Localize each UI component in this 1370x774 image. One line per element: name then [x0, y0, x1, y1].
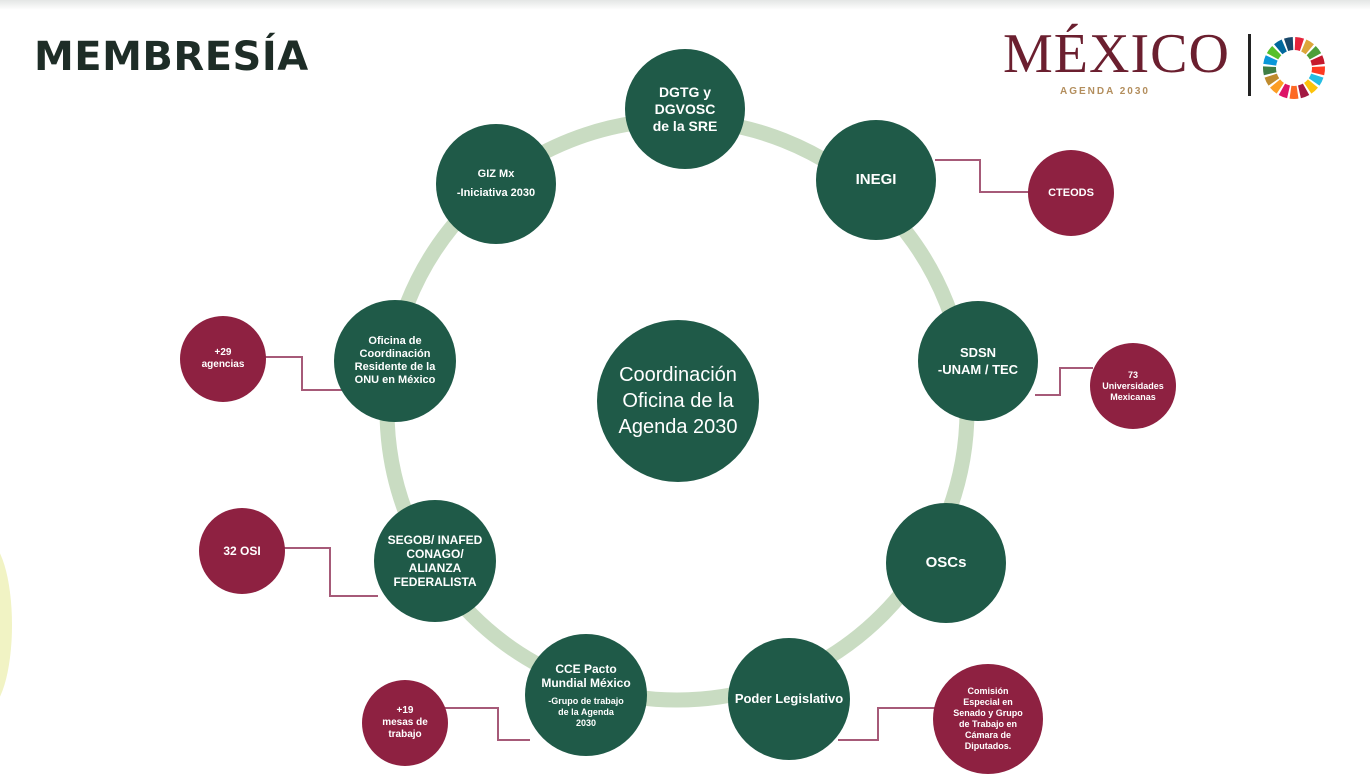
sdg-wheel-segment — [1306, 45, 1322, 60]
connector-inegi-cteods — [935, 159, 1030, 193]
sdg-wheel-segment — [1308, 73, 1324, 86]
member-node-onu: Oficina de Coordinación Residente de la … — [334, 300, 456, 422]
sdg-wheel-icon — [1262, 37, 1326, 100]
satellite-node-osi: 32 OSI — [199, 508, 285, 594]
sdg-wheel-segment — [1263, 55, 1278, 66]
sdg-wheel-segment — [1270, 79, 1284, 94]
connector-segob-osi — [283, 547, 378, 597]
center-line: Coordinación — [619, 364, 737, 386]
satellite-node-cteods: CTEODS — [1028, 150, 1114, 236]
sdg-wheel-segment — [1294, 37, 1305, 51]
sdg-wheel-segment — [1289, 85, 1299, 100]
connector-sdsn-universidades — [1035, 367, 1093, 396]
center-line: Agenda 2030 — [618, 416, 738, 438]
sdg-wheel-segment — [1298, 83, 1310, 99]
sdg-wheel-segment — [1266, 45, 1282, 60]
connector-onu-agencias — [263, 356, 343, 391]
sdg-wheel-segment — [1264, 73, 1280, 86]
satellite-node-comision: Comisión Especial en Senado y Grupo de T… — [933, 664, 1043, 774]
sdg-wheel-segment — [1283, 37, 1294, 51]
connector-cce-mesas — [445, 707, 530, 741]
connector-legislativo-comision — [838, 707, 936, 741]
page-title: MEMBRESÍA — [34, 34, 309, 80]
member-node-dgtg: DGTG y DGVOSC de la SRE — [625, 49, 745, 169]
satellite-node-agencias: +29 agencias — [180, 316, 266, 402]
logo-wordmark: MÉXICO — [1003, 23, 1230, 85]
sdg-wheel-segment — [1274, 39, 1287, 55]
member-node-inegi: INEGI — [816, 120, 936, 240]
member-node-cce: CCE Pacto Mundial México -Grupo de traba… — [525, 634, 647, 756]
logo-subtitle: AGENDA 2030 — [1060, 86, 1150, 97]
sdg-wheel-segment — [1311, 66, 1326, 76]
sdg-wheel-segment — [1310, 55, 1325, 66]
satellite-node-universidades: 73 Universidades Mexicanas — [1090, 343, 1176, 429]
member-node-oscs: OSCs — [886, 503, 1006, 623]
member-node-giz: GIZ Mx -Iniciativa 2030 — [436, 124, 556, 244]
center-node: Coordinación Oficina de la Agenda 2030 — [597, 320, 759, 482]
center-line: Oficina de la — [622, 390, 734, 412]
page-edge — [0, 0, 1370, 10]
sdg-wheel-segment — [1278, 83, 1290, 99]
sdg-wheel-segment — [1301, 39, 1314, 55]
member-node-segob: SEGOB/ INAFED CONAGO/ ALIANZA FEDERALIST… — [374, 500, 496, 622]
logo-divider — [1248, 34, 1251, 96]
member-node-sdsn: SDSN -UNAM / TEC — [918, 301, 1038, 421]
sdg-wheel-segment — [1304, 79, 1318, 94]
satellite-node-mesas: +19 mesas de trabajo — [362, 680, 448, 766]
member-node-poder-legislativo: Poder Legislativo — [728, 638, 850, 760]
sdg-wheel-segment — [1262, 66, 1277, 76]
